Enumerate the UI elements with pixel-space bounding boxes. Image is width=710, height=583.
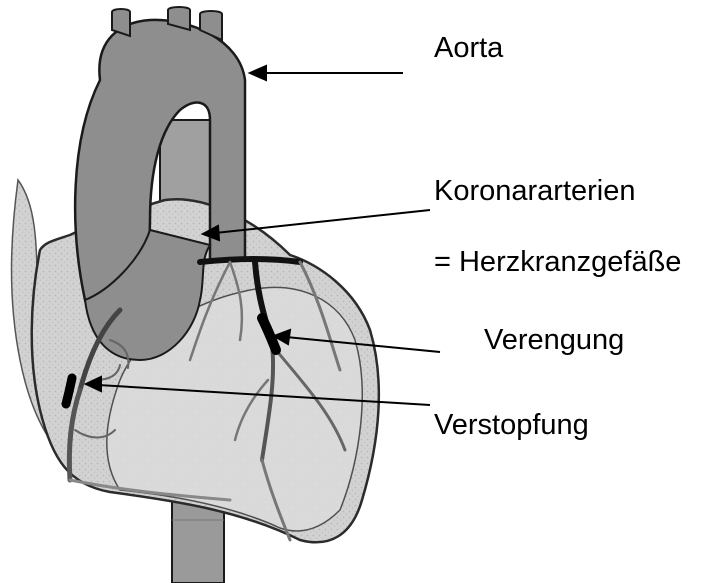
label-verstopfung: Verstopfung bbox=[434, 411, 589, 440]
occlusion-mark bbox=[66, 378, 72, 404]
label-aorta: Aorta bbox=[434, 34, 503, 63]
label-koronararterien: Koronararterien bbox=[434, 177, 636, 206]
brachiocephalic-trunk bbox=[112, 9, 130, 36]
label-verengung: Verengung bbox=[484, 326, 624, 355]
label-herzkranzgefaesse: = Herzkranzgefäße bbox=[434, 248, 681, 277]
